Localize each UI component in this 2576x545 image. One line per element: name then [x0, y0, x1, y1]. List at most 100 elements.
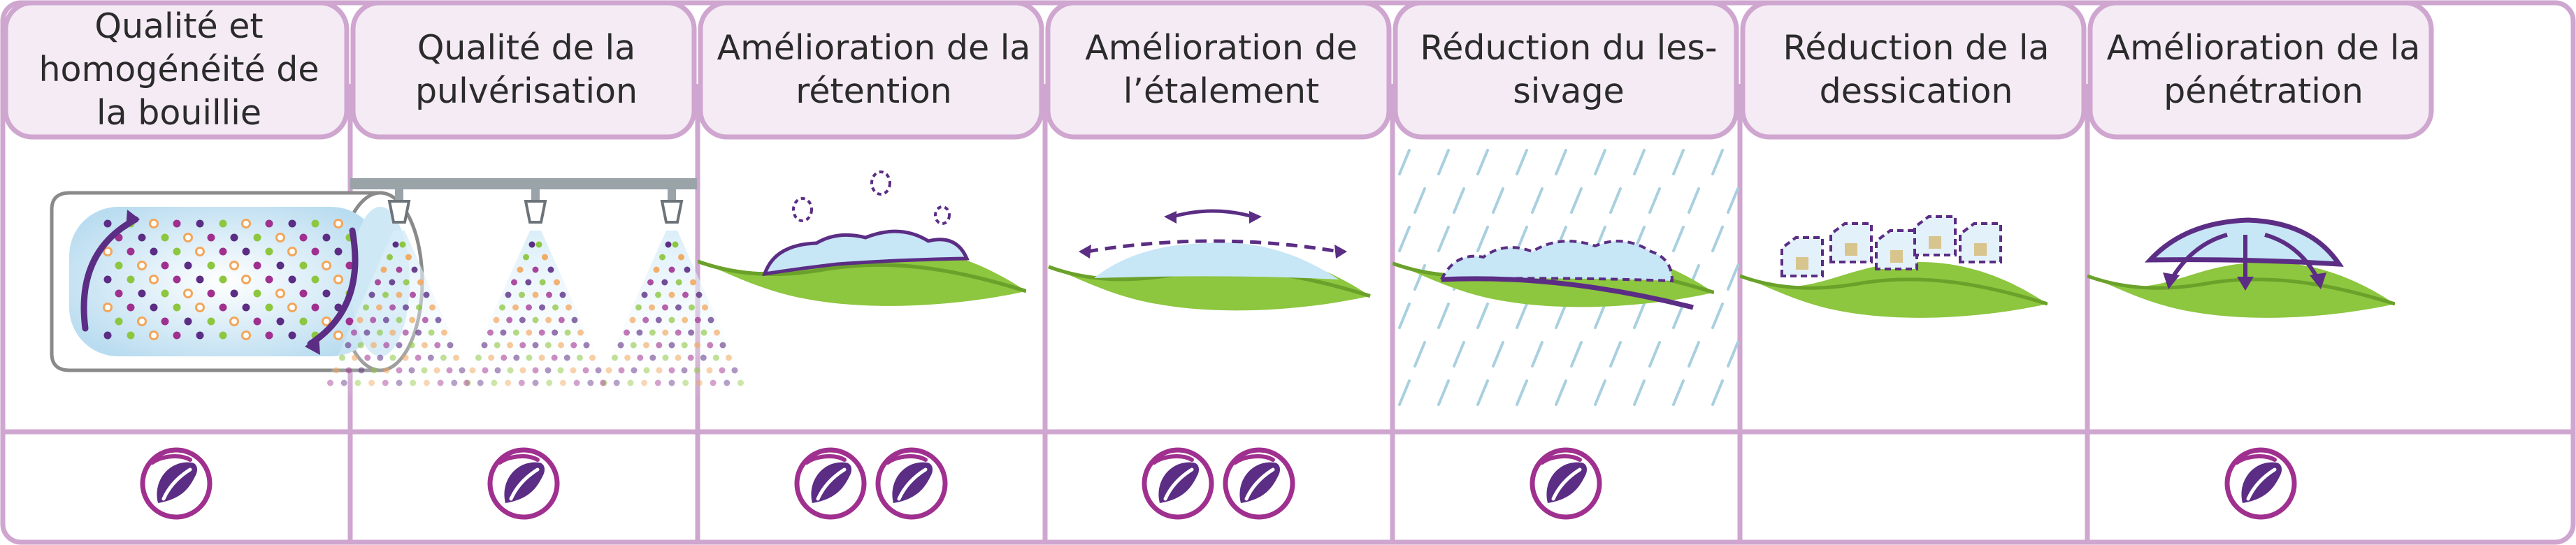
arrow-head	[1079, 245, 1091, 259]
spray-droplet	[429, 304, 436, 311]
badge-swoosh	[1152, 454, 1194, 465]
rain-streak	[1594, 149, 1606, 175]
spray-droplet	[389, 304, 396, 311]
spray-droplet	[559, 379, 566, 386]
badge-swoosh	[150, 454, 192, 465]
leaf-droplet-retention-icon	[698, 170, 1026, 306]
spread-droplet	[1094, 242, 1339, 279]
spray-droplet	[463, 379, 470, 386]
spray-droplet	[647, 279, 654, 286]
particle-dot	[183, 289, 193, 298]
rain-streak	[1492, 341, 1504, 368]
spray-droplet	[618, 367, 625, 374]
crystal	[1829, 222, 1873, 263]
spray-droplet	[655, 291, 661, 298]
rain-streak	[1609, 187, 1622, 214]
spray-droplet	[389, 279, 396, 286]
spray-droplet	[368, 291, 375, 298]
rain-streak	[1437, 226, 1450, 252]
particle-dot	[322, 317, 331, 326]
spray-droplet	[570, 367, 577, 374]
particle-dot	[311, 219, 319, 228]
spray-droplet	[421, 367, 428, 374]
spray-droplet	[526, 354, 533, 361]
spray-droplet	[519, 291, 525, 298]
spray-droplet	[519, 317, 526, 324]
rain-streak	[1727, 264, 1739, 291]
spray-droplet	[417, 279, 424, 286]
arrow-head	[1164, 211, 1177, 224]
particle-dot	[276, 261, 285, 270]
spray-cone	[455, 231, 616, 398]
spray-droplet	[532, 291, 539, 298]
particle-dot	[265, 275, 273, 284]
particle-dot	[149, 219, 159, 228]
spray-droplet	[682, 379, 689, 386]
nozzle-head	[660, 200, 684, 224]
spray-droplet	[525, 279, 532, 286]
badge-swoosh	[886, 454, 928, 465]
spray-droplet	[649, 329, 656, 336]
particle-dot	[150, 303, 158, 312]
spray-droplet	[396, 367, 403, 374]
rain-streak	[1516, 379, 1528, 406]
crystal	[1959, 222, 2002, 263]
rain-streak	[1648, 341, 1661, 368]
nozzle-head	[387, 200, 411, 224]
spray-droplet	[678, 254, 684, 261]
spray-droplet	[672, 241, 679, 248]
spray-droplet	[656, 367, 663, 374]
spray-droplet	[383, 342, 390, 349]
spray-droplet	[481, 342, 488, 349]
particle-dot	[311, 303, 319, 312]
penetration-arrow	[2264, 233, 2320, 281]
particle-dot	[161, 233, 169, 242]
spray-droplet	[532, 367, 539, 374]
spray-droplet	[558, 342, 564, 349]
spray-droplet	[694, 317, 701, 324]
spray-droplet	[364, 329, 370, 336]
leaf-rain-washoff-icon	[1393, 149, 1739, 406]
column-title-7: Amélioration de la pénétration	[2106, 28, 2421, 111]
rain-streak	[1727, 341, 1739, 368]
spray-droplet	[482, 367, 489, 374]
spray-droplet	[506, 317, 513, 324]
spray-droplet	[512, 304, 519, 311]
particle-dot	[103, 275, 112, 284]
leaf-crystal-drying-icon	[1740, 215, 2048, 318]
spray-droplet	[370, 342, 377, 349]
particle-dot	[103, 303, 113, 312]
badge-vein	[161, 467, 192, 501]
badge-vein	[2246, 467, 2277, 501]
badge-vein	[1163, 467, 1194, 501]
rain-streak	[1398, 303, 1411, 329]
arrow-head	[305, 335, 320, 355]
arrow-head	[2310, 272, 2326, 289]
badge-vein	[1551, 467, 1582, 501]
leaf-logo-badge-icon	[1530, 447, 1602, 520]
column-header-5	[1393, 0, 1739, 140]
spray-droplet	[656, 342, 663, 349]
spray-droplet	[707, 317, 714, 324]
spray-droplet	[587, 379, 594, 386]
residue	[1796, 257, 1808, 270]
spray-droplet	[557, 367, 564, 374]
nozzle-head	[524, 200, 547, 224]
crystal	[1913, 215, 1957, 256]
spray-droplet	[661, 279, 668, 286]
particle-dot	[115, 317, 123, 326]
particle-dot	[137, 317, 147, 326]
spray-droplet	[538, 329, 545, 336]
spray-droplet	[505, 379, 512, 386]
film-line	[1441, 276, 1694, 310]
spray-droplet	[491, 379, 498, 386]
spray-droplet	[396, 266, 403, 273]
spray-droplet	[689, 304, 695, 311]
spray-droplet	[477, 379, 484, 386]
spray-droplet	[423, 379, 430, 386]
spray-droplet	[505, 291, 512, 298]
spray-droplet	[451, 379, 458, 386]
spray-droplet	[416, 304, 422, 311]
spray-droplet	[571, 317, 578, 324]
